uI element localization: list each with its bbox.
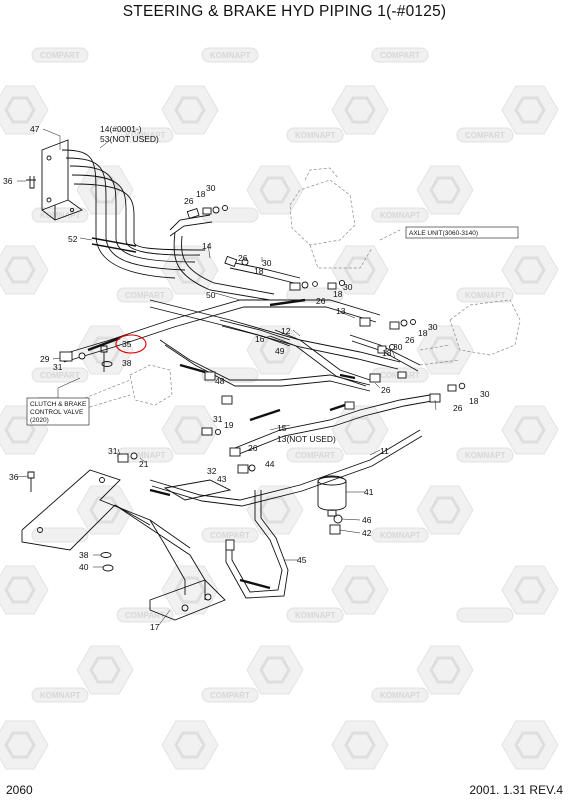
watermark-text: KOMNAPT bbox=[465, 451, 506, 460]
callout-31: 31 bbox=[213, 414, 223, 424]
callout-17: 17 bbox=[150, 622, 160, 632]
watermark-text: COMPART bbox=[380, 51, 420, 60]
watermark-text: KOMNAPT bbox=[380, 691, 421, 700]
callout-12: 12 bbox=[281, 326, 291, 336]
callout-41: 41 bbox=[364, 487, 374, 497]
callout-31: 31 bbox=[108, 446, 118, 456]
watermark-text: KOMNAPT bbox=[295, 611, 336, 620]
note-control-valve-line2: CONTROL VALVE bbox=[30, 409, 84, 416]
callout-26: 26 bbox=[238, 253, 248, 263]
callout-26: 26 bbox=[453, 403, 463, 413]
accumulator-41 bbox=[317, 475, 347, 517]
callout-30: 30 bbox=[428, 322, 438, 332]
callout-30: 30 bbox=[480, 389, 490, 399]
watermark-text: KOMNAPT bbox=[380, 531, 421, 540]
note-part-14: 14(#0001-) bbox=[100, 124, 142, 134]
note-part-53: 53(NOT USED) bbox=[100, 134, 159, 144]
callout-32: 32 bbox=[207, 466, 217, 476]
watermark-text: KOMNAPT bbox=[465, 291, 506, 300]
callout-18: 18 bbox=[382, 348, 392, 358]
watermark-text: KOMNAPT bbox=[210, 51, 251, 60]
callout-30: 30 bbox=[206, 183, 216, 193]
callout-47: 47 bbox=[30, 124, 40, 134]
main-pipes bbox=[59, 214, 433, 599]
callout-38: 38 bbox=[122, 358, 132, 368]
callout-18: 18 bbox=[333, 289, 343, 299]
callout-14: 14 bbox=[202, 241, 212, 251]
callout-26: 26 bbox=[316, 296, 326, 306]
highlighted-part-label: 35 bbox=[122, 339, 132, 349]
watermark-text: COMPART bbox=[125, 291, 165, 300]
note-part-13: 13(NOT USED) bbox=[277, 434, 336, 444]
note-control-valve-line3: (2020) bbox=[30, 417, 49, 424]
callout-30: 30 bbox=[343, 282, 353, 292]
callout-43: 43 bbox=[217, 474, 227, 484]
watermark-text: COMPART bbox=[465, 131, 505, 140]
callout-16: 16 bbox=[255, 334, 265, 344]
callout-30: 30 bbox=[262, 258, 272, 268]
lower-bracket-17 bbox=[21, 469, 232, 621]
watermark-text: KOMNAPT bbox=[40, 211, 81, 220]
watermark-text: COMPART bbox=[210, 691, 250, 700]
reference-components bbox=[79, 167, 521, 411]
callout-29: 29 bbox=[40, 354, 50, 364]
diagram-title: STEERING & BRAKE HYD PIPING 1(-#0125) bbox=[122, 3, 447, 20]
callout-18: 18 bbox=[254, 266, 264, 276]
callout-42: 42 bbox=[362, 528, 372, 538]
watermark-text: KOMNAPT bbox=[40, 691, 81, 700]
callout-36: 36 bbox=[3, 176, 13, 186]
callout-49: 49 bbox=[275, 346, 285, 356]
callout-13: 13 bbox=[336, 306, 346, 316]
bolts bbox=[27, 345, 114, 572]
page-number: 2060 bbox=[6, 783, 33, 797]
callout-18: 18 bbox=[418, 328, 428, 338]
control-valve-box bbox=[26, 397, 90, 426]
hose-segments bbox=[87, 298, 356, 590]
callout-18: 18 bbox=[469, 396, 479, 406]
callout-11: 11 bbox=[380, 446, 389, 456]
pipe-bundle bbox=[61, 149, 206, 279]
callout-45: 45 bbox=[297, 555, 307, 565]
callout-31: 31 bbox=[53, 362, 63, 372]
watermark-text: COMPART bbox=[40, 51, 80, 60]
callout-46: 46 bbox=[362, 515, 372, 525]
callout-38: 38 bbox=[79, 550, 89, 560]
callout-19: 19 bbox=[224, 420, 234, 430]
callout-50: 50 bbox=[206, 290, 216, 300]
watermark-text: KOMNAPT bbox=[125, 131, 166, 140]
watermark-text: COMPART bbox=[210, 531, 250, 540]
watermark-text: COMPART bbox=[125, 611, 165, 620]
callout-40: 40 bbox=[79, 562, 89, 572]
callout-15: 15 bbox=[277, 423, 287, 433]
callout-26: 26 bbox=[184, 196, 194, 206]
callout-21: 21 bbox=[139, 459, 149, 469]
watermark-text: KOMNAPT bbox=[380, 211, 421, 220]
watermark-text: KOMNAPT bbox=[125, 451, 166, 460]
highlight-circle bbox=[115, 334, 147, 354]
watermark-text: COMPART bbox=[40, 371, 80, 380]
callout-26: 26 bbox=[248, 443, 258, 453]
mounting-bracket-top bbox=[26, 139, 83, 221]
callout-18: 18 bbox=[196, 189, 206, 199]
callout-48: 48 bbox=[215, 376, 225, 386]
note-control-valve-line1: CLUTCH & BRAKE bbox=[30, 401, 87, 408]
revision-label: 2001. 1.31 REV.4 bbox=[469, 783, 563, 797]
callout-36: 36 bbox=[9, 472, 19, 482]
callout-30: 30 bbox=[393, 342, 403, 352]
watermark-text: KOMNAPT bbox=[295, 131, 336, 140]
note-axle-unit: AXLE UNIT(3060-3140) bbox=[409, 230, 478, 237]
callout-26: 26 bbox=[405, 335, 415, 345]
callout-26: 26 bbox=[381, 385, 391, 395]
watermark-text: COMPART bbox=[295, 451, 335, 460]
callout-52: 52 bbox=[68, 234, 78, 244]
callout-44: 44 bbox=[265, 459, 275, 469]
axle-unit-box bbox=[405, 226, 519, 239]
